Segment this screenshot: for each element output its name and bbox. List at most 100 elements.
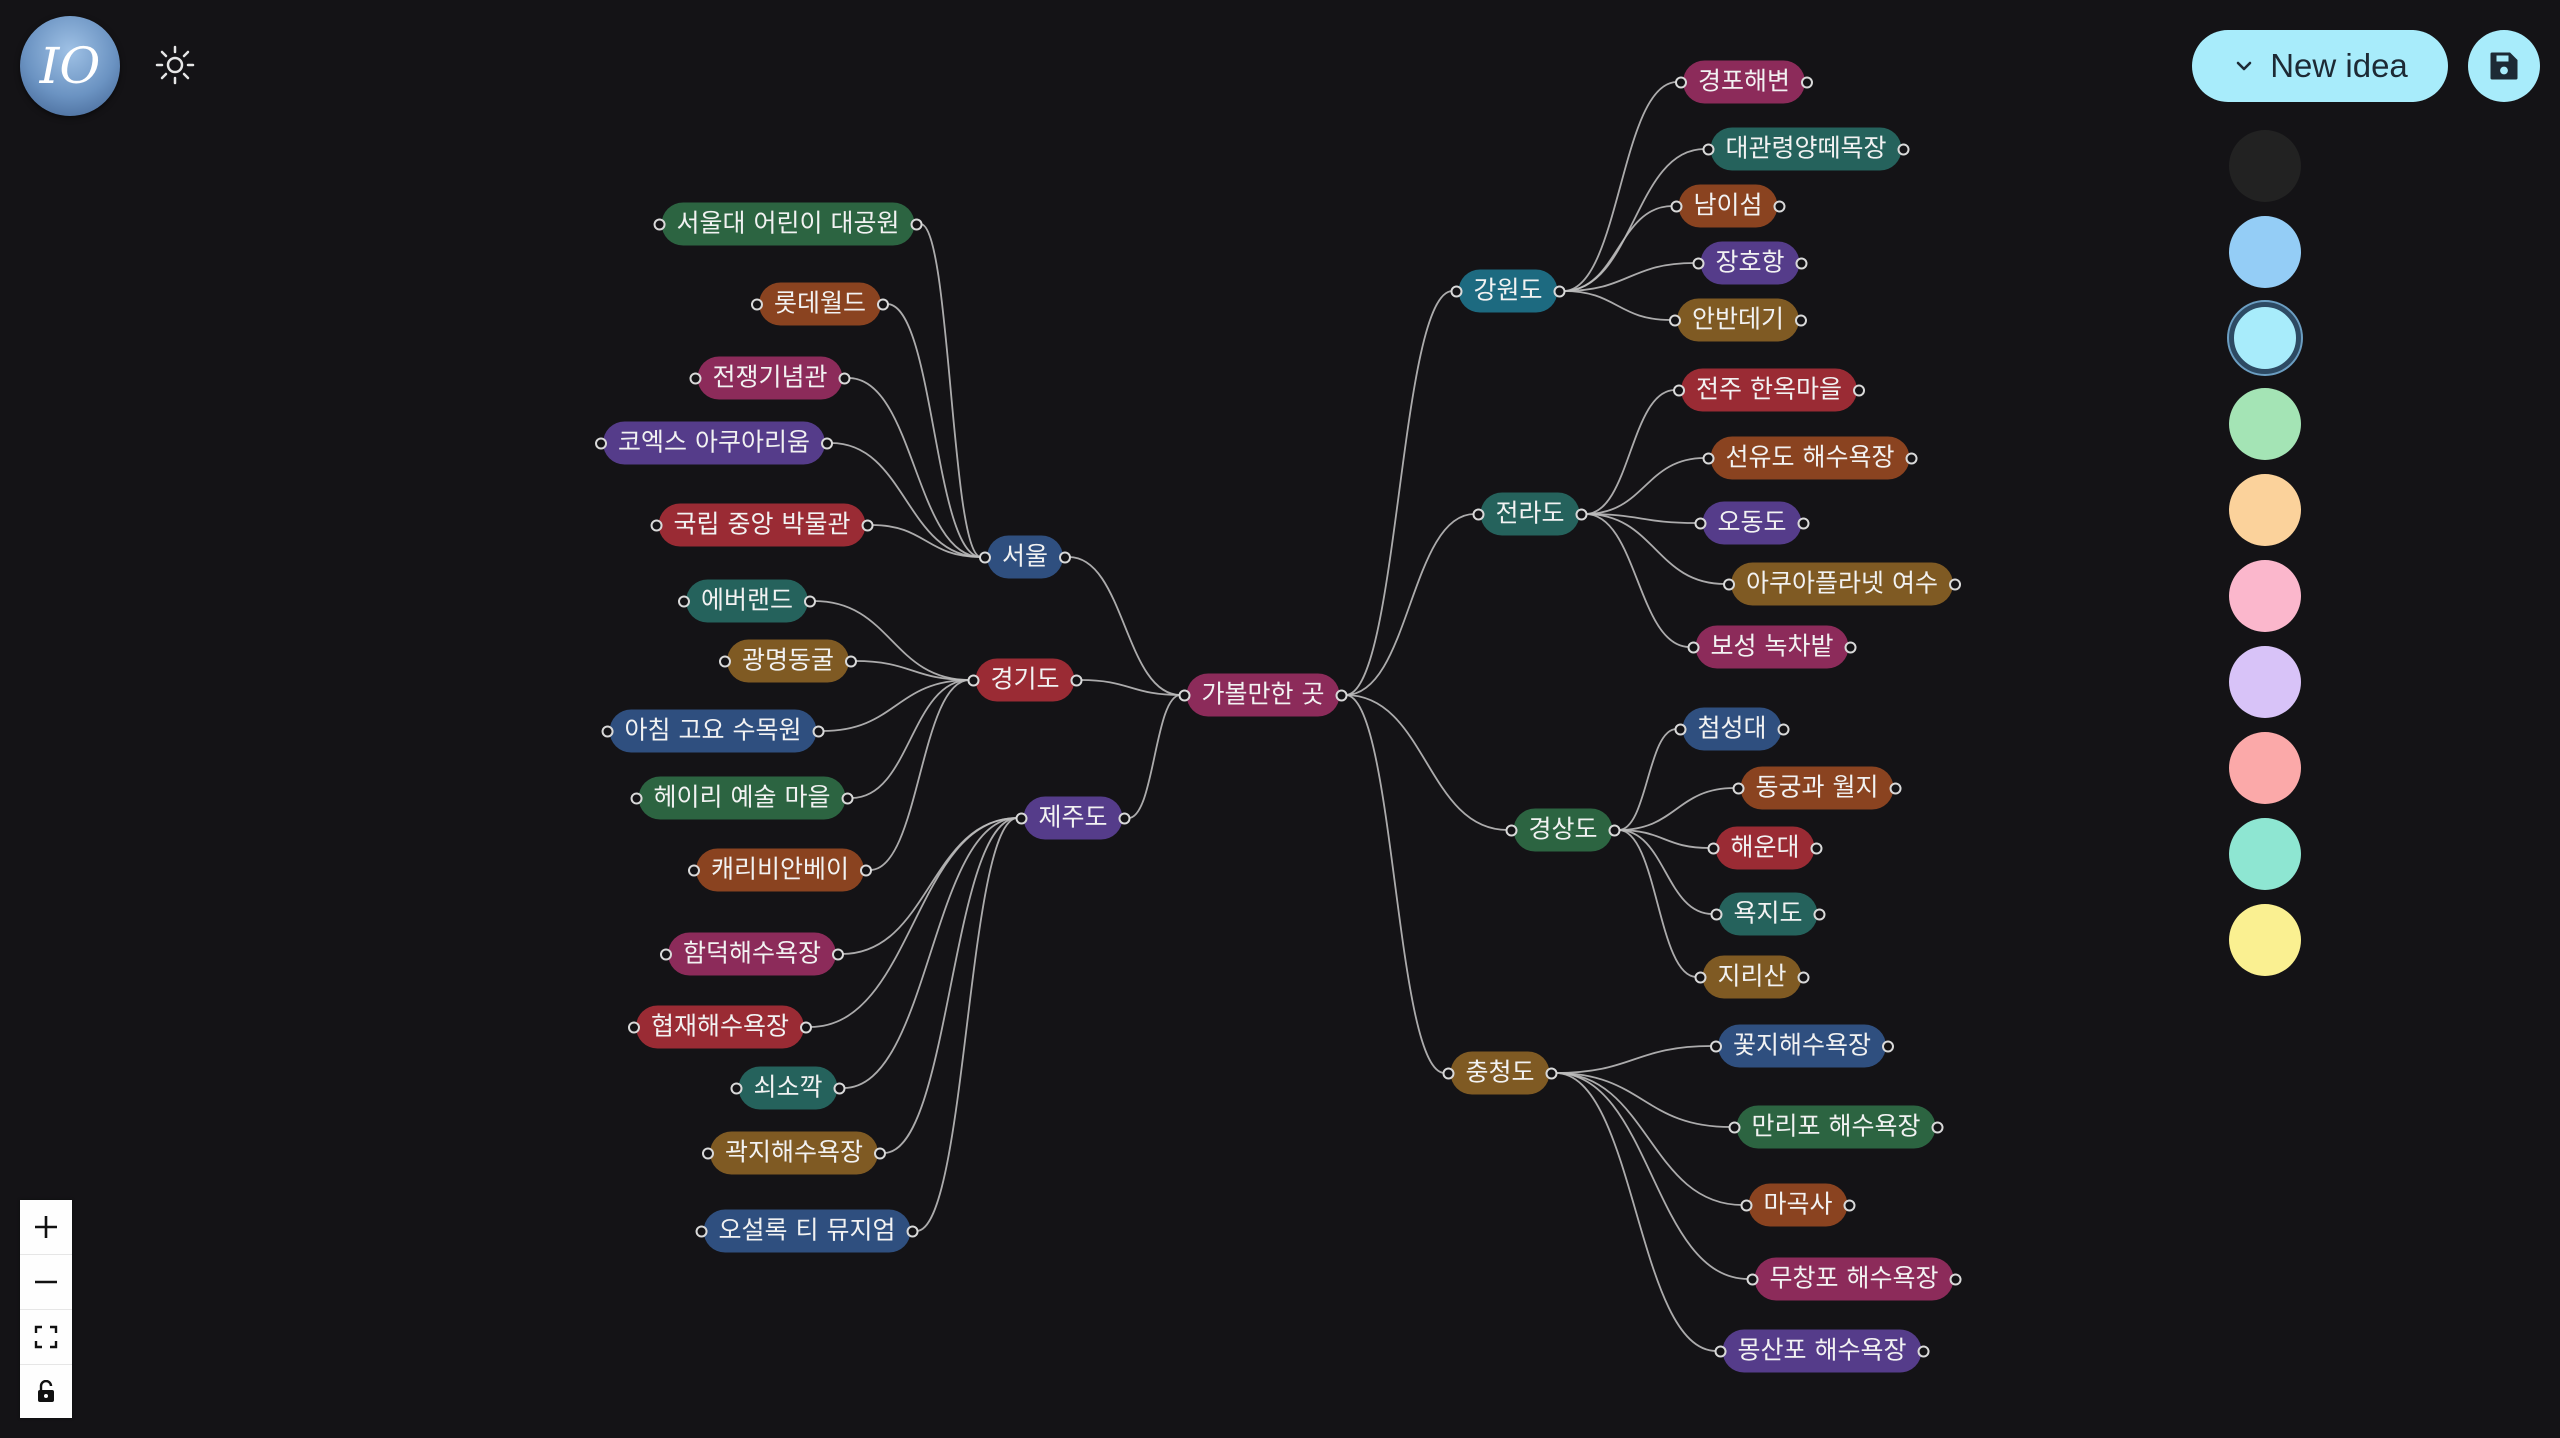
node-output-handle[interactable] <box>1801 76 1814 88</box>
mindmap-node[interactable]: 경기도 <box>967 658 1083 702</box>
node-input-handle[interactable] <box>1670 200 1683 212</box>
node-output-handle[interactable] <box>1844 641 1857 653</box>
node-input-handle[interactable] <box>1714 1345 1727 1357</box>
node-input-handle[interactable] <box>1728 1121 1741 1133</box>
mindmap-node[interactable]: 꽃지해수욕장 <box>1709 1024 1895 1068</box>
zoom-out-button[interactable] <box>20 1255 72 1310</box>
color-swatch[interactable] <box>2229 302 2301 374</box>
new-idea-button[interactable]: New idea <box>2192 30 2448 102</box>
node-output-handle[interactable] <box>860 864 873 876</box>
node-output-handle[interactable] <box>1897 143 1910 155</box>
color-swatch[interactable] <box>2229 388 2301 460</box>
node-output-handle[interactable] <box>1118 812 1131 824</box>
node-output-handle[interactable] <box>820 437 833 449</box>
node-input-handle[interactable] <box>687 864 700 876</box>
node-output-handle[interactable] <box>1777 723 1790 735</box>
node-input-handle[interactable] <box>701 1147 714 1159</box>
mindmap-node[interactable]: 만리포 해수욕장 <box>1728 1105 1944 1149</box>
mindmap-node[interactable]: 쇠소깍 <box>730 1066 846 1110</box>
color-swatch[interactable] <box>2229 818 2301 890</box>
node-input-handle[interactable] <box>1702 143 1715 155</box>
mindmap-node[interactable]: 협재해수욕장 <box>627 1005 813 1049</box>
node-output-handle[interactable] <box>1949 1273 1962 1285</box>
node-input-handle[interactable] <box>1472 508 1485 520</box>
node-output-handle[interactable] <box>1931 1121 1944 1133</box>
node-output-handle[interactable] <box>1575 508 1588 520</box>
mindmap-node[interactable]: 마곡사 <box>1740 1183 1856 1227</box>
node-output-handle[interactable] <box>1797 971 1810 983</box>
mindmap-root-node[interactable]: 가볼만한 곳 <box>1178 673 1348 717</box>
mindmap-node[interactable]: 첨성대 <box>1674 707 1790 751</box>
node-output-handle[interactable] <box>1795 314 1808 326</box>
node-output-handle[interactable] <box>845 655 858 667</box>
node-input-handle[interactable] <box>1687 641 1700 653</box>
node-input-handle[interactable] <box>1694 517 1707 529</box>
color-swatch[interactable] <box>2229 560 2301 632</box>
mindmap-node[interactable]: 함덕해수욕장 <box>659 932 845 976</box>
mindmap-node[interactable]: 아침 고요 수목원 <box>601 709 825 753</box>
node-output-handle[interactable] <box>1843 1199 1856 1211</box>
node-output-handle[interactable] <box>1545 1067 1558 1079</box>
node-output-handle[interactable] <box>874 1147 887 1159</box>
node-output-handle[interactable] <box>1797 517 1810 529</box>
node-output-handle[interactable] <box>861 519 874 531</box>
node-input-handle[interactable] <box>730 1082 743 1094</box>
node-output-handle[interactable] <box>1813 908 1826 920</box>
node-input-handle[interactable] <box>1746 1273 1759 1285</box>
mindmap-node[interactable]: 지리산 <box>1694 955 1810 999</box>
node-output-handle[interactable] <box>1773 200 1786 212</box>
mindmap-node[interactable]: 강원도 <box>1450 269 1566 313</box>
node-input-handle[interactable] <box>1442 1067 1455 1079</box>
node-input-handle[interactable] <box>1710 908 1723 920</box>
node-output-handle[interactable] <box>1608 824 1621 836</box>
color-swatch[interactable] <box>2229 216 2301 288</box>
mindmap-node[interactable]: 몽산포 해수욕장 <box>1714 1329 1930 1373</box>
lock-button[interactable] <box>20 1365 72 1419</box>
node-input-handle[interactable] <box>630 792 643 804</box>
node-input-handle[interactable] <box>653 218 666 230</box>
node-input-handle[interactable] <box>1015 812 1028 824</box>
node-input-handle[interactable] <box>1707 842 1720 854</box>
node-input-handle[interactable] <box>650 519 663 531</box>
mindmap-node[interactable]: 곽지해수욕장 <box>701 1131 887 1175</box>
node-input-handle[interactable] <box>1668 314 1681 326</box>
node-input-handle[interactable] <box>1450 285 1463 297</box>
mindmap-node[interactable]: 무창포 해수욕장 <box>1746 1257 1962 1301</box>
mindmap-node[interactable]: 충청도 <box>1442 1051 1558 1095</box>
node-output-handle[interactable] <box>841 792 854 804</box>
color-swatch[interactable] <box>2229 646 2301 718</box>
app-logo[interactable]: IO <box>20 16 120 116</box>
node-input-handle[interactable] <box>1673 384 1686 396</box>
zoom-in-button[interactable] <box>20 1200 72 1255</box>
node-input-handle[interactable] <box>677 595 690 607</box>
node-input-handle[interactable] <box>1674 723 1687 735</box>
node-input-handle[interactable] <box>689 372 702 384</box>
node-output-handle[interactable] <box>1070 674 1083 686</box>
node-input-handle[interactable] <box>1723 578 1736 590</box>
node-output-handle[interactable] <box>832 948 845 960</box>
node-input-handle[interactable] <box>601 725 614 737</box>
node-output-handle[interactable] <box>1810 842 1823 854</box>
node-input-handle[interactable] <box>967 674 980 686</box>
mindmap-node[interactable]: 동궁과 월지 <box>1732 766 1902 810</box>
mindmap-node[interactable]: 장호항 <box>1692 241 1808 285</box>
node-input-handle[interactable] <box>1178 689 1191 701</box>
color-swatch[interactable] <box>2229 732 2301 804</box>
node-output-handle[interactable] <box>1882 1040 1895 1052</box>
node-input-handle[interactable] <box>1692 257 1705 269</box>
mindmap-node[interactable]: 서울 <box>978 535 1072 579</box>
mindmap-node[interactable]: 해운대 <box>1707 826 1823 870</box>
node-output-handle[interactable] <box>1948 578 1961 590</box>
mindmap-node[interactable]: 광명동굴 <box>718 639 858 683</box>
fit-view-button[interactable] <box>20 1310 72 1365</box>
node-input-handle[interactable] <box>695 1225 708 1237</box>
mindmap-node[interactable]: 롯데월드 <box>750 282 890 326</box>
sun-icon[interactable] <box>152 42 198 88</box>
node-output-handle[interactable] <box>804 595 817 607</box>
mindmap-node[interactable]: 대관령양떼목장 <box>1702 127 1910 171</box>
node-output-handle[interactable] <box>1889 782 1902 794</box>
node-input-handle[interactable] <box>978 551 991 563</box>
node-output-handle[interactable] <box>800 1021 813 1033</box>
node-output-handle[interactable] <box>1917 1345 1930 1357</box>
node-output-handle[interactable] <box>838 372 851 384</box>
